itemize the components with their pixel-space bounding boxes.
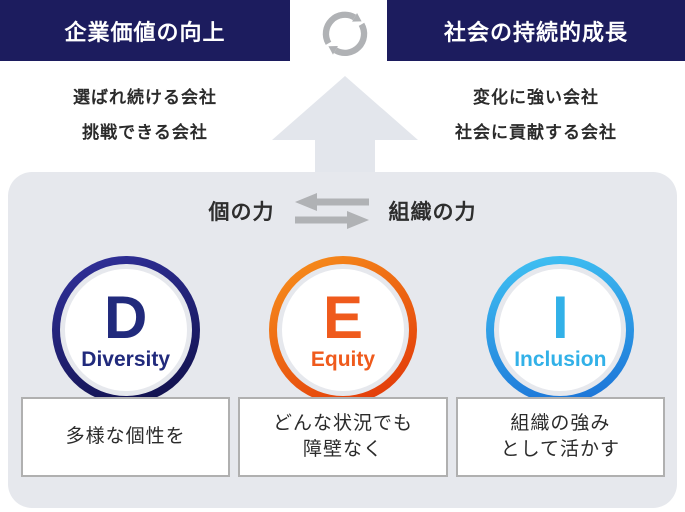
equity-description-box: どんな状況でも 障壁なく (238, 397, 448, 477)
point-line: 選ばれ続ける会社 (73, 88, 217, 107)
description-line: として活かす (500, 439, 621, 460)
social-growth-points: 変化に強い会社 社会に貢献する会社 (387, 87, 685, 144)
dei-card-inclusion: I Inclusion 組織の強み として活かす (455, 256, 665, 477)
dei-card-diversity: D Diversity 多様な個性を (21, 256, 231, 477)
dei-letter: I (551, 283, 569, 351)
dei-card-equity: E Equity どんな状況でも 障壁なく (238, 256, 448, 477)
circular-arrows-icon (322, 11, 368, 57)
point-line: 変化に強い会社 (473, 88, 599, 107)
dei-cards-row: D Diversity 多様な個性を E Equity (21, 256, 665, 477)
corporate-value-label: 企業価値の向上 (64, 19, 226, 45)
social-growth-label: 社会の持続的成長 (443, 19, 628, 45)
diversity-description-box: 多様な個性を (21, 397, 231, 477)
dei-word: Equity (310, 347, 376, 371)
organization-power-label: 組織の力 (388, 201, 477, 224)
dei-panel: 個の力 組織の力 D Diversity (8, 172, 677, 508)
point-line: 挑戦できる会社 (82, 123, 208, 142)
dei-letter: E (322, 283, 363, 351)
dei-word: Inclusion (514, 347, 607, 371)
corporate-value-points: 選ばれ続ける会社 挑戦できる会社 (0, 87, 290, 144)
diversity-circle: D Diversity (51, 256, 200, 404)
point-line: 社会に貢献する会社 (455, 123, 617, 142)
social-growth-box: 社会の持続的成長 (387, 0, 685, 61)
exchange-arrows-icon (293, 192, 371, 230)
inclusion-description-box: 組織の強み として活かす (455, 397, 665, 477)
inclusion-circle: I Inclusion (486, 256, 635, 404)
dei-word: Diversity (81, 347, 171, 371)
description-line: 組織の強み (510, 413, 611, 434)
individual-power-label: 個の力 (208, 201, 275, 224)
exchange-row: 個の力 組織の力 (8, 192, 677, 230)
corporate-value-box: 企業価値の向上 (0, 0, 290, 61)
description-line: どんな状況でも (272, 413, 413, 434)
description-line: 多様な個性を (65, 426, 186, 447)
dei-letter: D (103, 283, 148, 351)
description-line: 障壁なく (302, 439, 383, 460)
equity-circle: E Equity (268, 256, 417, 404)
cycle-icon (314, 2, 376, 62)
